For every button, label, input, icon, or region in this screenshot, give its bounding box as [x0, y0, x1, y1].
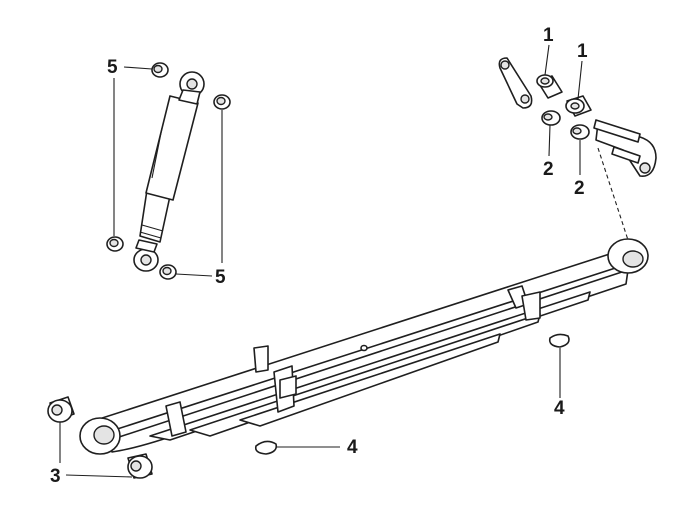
bump-stop-pad-bottom: [254, 440, 278, 455]
shackle-bushing-2a: [541, 110, 561, 126]
callout-5-bottom: 5: [215, 267, 226, 288]
callout-4-right: 4: [554, 398, 565, 419]
alignment-line: [597, 147, 629, 241]
shackle-bushing-1a: [536, 74, 563, 99]
bump-stop-pad-right: [548, 333, 570, 348]
shackle-outer-plate: [593, 119, 657, 177]
shackle-inner-plate: [498, 57, 533, 109]
shock-absorber: [133, 71, 205, 272]
callout-5-top: 5: [107, 57, 118, 78]
shackle-bushing-2b: [570, 124, 590, 140]
spring-bushing-lower: [127, 453, 153, 479]
leaf-spring: [79, 238, 649, 455]
shock-bushing-bottom-left: [106, 236, 124, 252]
spring-bushing-upper: [47, 396, 75, 423]
callout-4-bottom: 4: [347, 437, 358, 458]
shackle-bushing-1b: [565, 95, 592, 117]
shock-bushing-top-left: [151, 62, 169, 78]
callout-2-right: 2: [574, 178, 585, 199]
callout-1-right: 1: [577, 41, 588, 62]
callout-1-left: 1: [543, 25, 554, 46]
callout-2-left: 2: [543, 159, 554, 180]
shock-bushing-bottom-right: [159, 264, 177, 280]
leader-lines: [59, 44, 583, 478]
shock-bushing-top-right: [213, 94, 231, 110]
callout-3: 3: [50, 466, 61, 487]
